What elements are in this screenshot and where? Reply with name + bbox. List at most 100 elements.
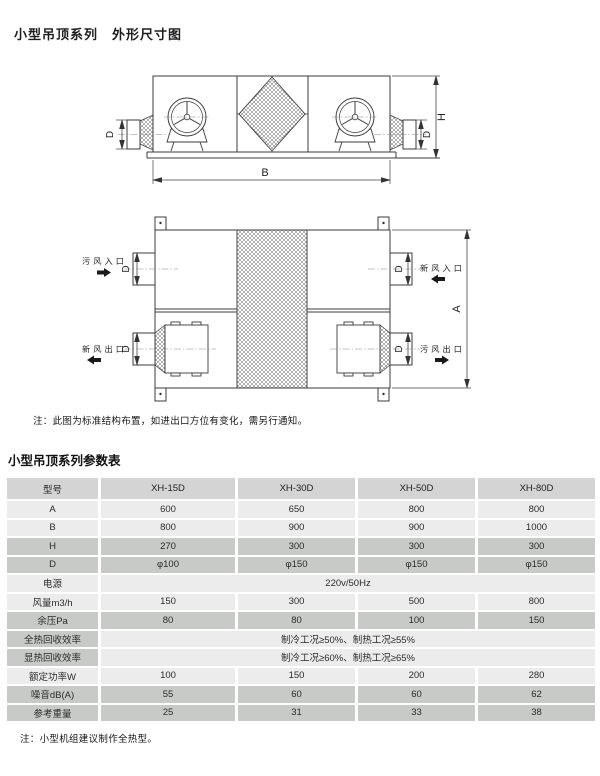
row-label: 全热回收效率	[7, 630, 98, 647]
row-label: 电源	[7, 575, 98, 592]
table-row: 噪音dB(A) 55 60 60 62	[7, 686, 595, 703]
port-label-fresh-out: 新风出口	[82, 344, 124, 354]
cell-value: 800	[101, 519, 235, 536]
dim-label-d-dirty-in: D	[121, 265, 132, 272]
dimension-diagram: D D H B	[82, 75, 471, 402]
cell-value: 300	[238, 593, 355, 610]
cell-value: 650	[238, 501, 355, 518]
dim-label-d-front-right: D	[422, 131, 433, 138]
right-duct-transition-icon	[389, 114, 404, 151]
flow-arrow-fresh-out-icon	[87, 355, 101, 365]
row-label: H	[7, 538, 98, 555]
port-label-dirty-in: 污风入口	[82, 256, 124, 266]
table-row: D φ100 φ150 φ150 φ150	[7, 556, 595, 573]
row-label: 风量m3/h	[7, 593, 98, 610]
cell-value: 500	[358, 593, 475, 610]
cell-value: 800	[478, 501, 595, 518]
plan-view-drawing: D D D D A 污风入口 新风出口 新风入口 污风出口	[82, 216, 471, 402]
table-row: 风量m3/h 150 300 500 800	[7, 593, 595, 610]
cell-value: 280	[478, 667, 595, 684]
table-note: 注：小型机组建议制作全热型。	[20, 734, 158, 745]
row-label: 余压Pa	[7, 612, 98, 629]
cell-value: 100	[358, 612, 475, 629]
cell-value: 31	[238, 704, 355, 721]
cell-value: 800	[358, 501, 475, 518]
flow-arrow-fresh-in-icon	[431, 274, 445, 284]
cell-value: 200	[358, 667, 475, 684]
cell-value: 150	[238, 667, 355, 684]
left-duct-transition-icon	[139, 114, 154, 151]
cell-value: φ100	[101, 556, 235, 573]
port-label-fresh-in: 新风入口	[420, 263, 462, 273]
dim-label-d-fresh-in: D	[394, 265, 405, 272]
table-row: A 600 650 800 800	[7, 501, 595, 518]
cell-value: 80	[238, 612, 355, 629]
col-header-xh15d: XH-15D	[101, 478, 235, 499]
col-header-model: 型号	[7, 478, 98, 499]
table-row: 全热回收效率 制冷工况≥50%、制热工况≥55%	[7, 630, 595, 647]
parameter-table: 型号 XH-15D XH-30D XH-50D XH-80D A 600 650…	[7, 478, 595, 723]
cell-value: φ150	[478, 556, 595, 573]
cell-value: 55	[101, 686, 235, 703]
cell-value: 80	[101, 612, 235, 629]
row-label: 参考重量	[7, 704, 98, 721]
front-view-drawing: D D H B	[105, 75, 448, 184]
cell-value: 38	[478, 704, 595, 721]
exchanger-band-icon	[236, 229, 308, 389]
dim-label-d-fresh-out: D	[121, 345, 132, 352]
cell-value: 300	[238, 538, 355, 555]
col-header-xh80d: XH-80D	[478, 478, 595, 499]
flow-arrow-dirty-in-icon	[97, 268, 111, 277]
cell-value: 300	[478, 538, 595, 555]
cell-value: 60	[238, 686, 355, 703]
cell-value: 100	[101, 667, 235, 684]
table-row: 额定功率W 100 150 200 280	[7, 667, 595, 684]
cell-value: 800	[478, 593, 595, 610]
cell-value: 33	[358, 704, 475, 721]
cell-span-value: 220v/50Hz	[101, 575, 595, 592]
table-row: 电源 220v/50Hz	[7, 575, 595, 592]
cell-value: 1000	[478, 519, 595, 536]
dim-label-a: A	[451, 305, 463, 313]
row-label: 额定功率W	[7, 667, 98, 684]
heat-exchanger-core-icon	[238, 76, 306, 152]
cell-value: 25	[101, 704, 235, 721]
cell-value: 62	[478, 686, 595, 703]
page-title: 小型吊顶系列 外形尺寸图	[14, 27, 183, 42]
cell-value: φ150	[238, 556, 355, 573]
row-label: B	[7, 519, 98, 536]
table-row: B 800 900 900 1000	[7, 519, 595, 536]
row-label: 显热回收效率	[7, 649, 98, 666]
table-row: 参考重量 25 31 33 38	[7, 704, 595, 721]
plan-left-cone-icon	[154, 324, 166, 374]
flow-arrow-dirty-out-icon	[435, 355, 449, 365]
fan-left-icon	[163, 97, 211, 152]
row-label: 噪音dB(A)	[7, 686, 98, 703]
table-title: 小型吊顶系列参数表	[8, 454, 121, 468]
cell-value: 900	[358, 519, 475, 536]
table-header-row: 型号 XH-15D XH-30D XH-50D XH-80D	[7, 478, 595, 499]
col-header-xh30d: XH-30D	[238, 478, 355, 499]
col-header-xh50d: XH-50D	[358, 478, 475, 499]
cell-span-value: 制冷工况≥50%、制热工况≥55%	[101, 630, 595, 647]
cell-value: 900	[238, 519, 355, 536]
row-label: A	[7, 501, 98, 518]
table-row: H 270 300 300 300	[7, 538, 595, 555]
cell-value: 150	[101, 593, 235, 610]
cell-value: 600	[101, 501, 235, 518]
port-label-dirty-out: 污风出口	[420, 344, 462, 354]
cell-value: 270	[101, 538, 235, 555]
cell-value: 150	[478, 612, 595, 629]
cell-value: 300	[358, 538, 475, 555]
fan-right-icon	[331, 97, 379, 152]
diagram-note: 注：此图为标准结构布置，如进出口方位有变化，需另行通知。	[33, 416, 308, 427]
dim-label-h: H	[436, 113, 448, 121]
cell-value: φ150	[358, 556, 475, 573]
table-row: 余压Pa 80 80 100 150	[7, 612, 595, 629]
dim-label-d-front-left: D	[105, 131, 116, 138]
dim-label-b: B	[261, 167, 268, 179]
dim-label-d-dirty-out: D	[394, 345, 405, 352]
cell-value: 60	[358, 686, 475, 703]
table-row: 显热回收效率 制冷工况≥60%、制热工况≥65%	[7, 649, 595, 666]
